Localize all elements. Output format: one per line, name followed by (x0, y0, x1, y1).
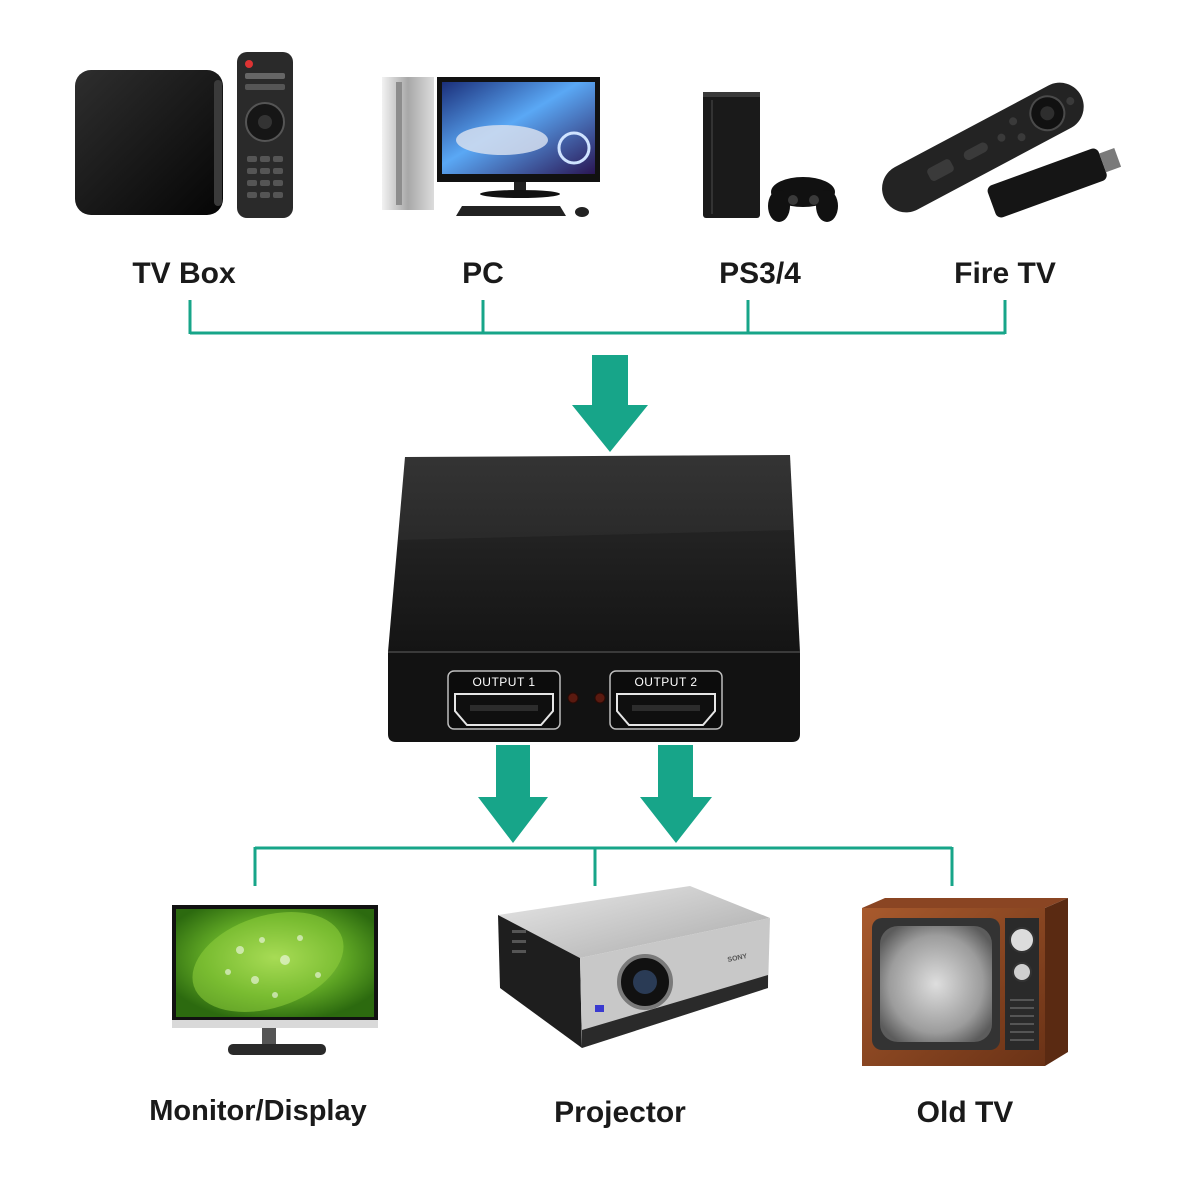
source-label-tv-box: TV Box (132, 257, 236, 290)
streaming-stick-icon (882, 82, 1122, 218)
gamepad-right-grip (816, 190, 838, 222)
projector-top-face (498, 886, 770, 958)
tv-remote-power-button (245, 60, 253, 68)
projector-sticker (595, 1005, 604, 1012)
pc-screen-wheel (557, 131, 591, 165)
hdmi-socket-tongue (470, 705, 538, 711)
projector-vent-slots (512, 930, 526, 953)
pc-tower (382, 77, 434, 210)
tv-speaker-grille (1010, 999, 1034, 1041)
output-1-arrow-down-icon (478, 745, 548, 843)
dongle-hdmi-plug (1099, 147, 1122, 173)
streaming-remote-volume (963, 142, 988, 161)
output-connector (253, 846, 954, 886)
input-connector (188, 300, 1007, 335)
streaming-remote-button-c (997, 133, 1006, 142)
game-console-icon (703, 92, 838, 222)
tv-cabinet-side (1045, 898, 1068, 1066)
output-2-arrow-down-icon (640, 745, 712, 843)
pc-screen-car (456, 125, 548, 155)
tv-box-icon (75, 52, 293, 218)
splitter-top-sheen (398, 455, 793, 540)
port-label: OUTPUT 2 (634, 675, 697, 689)
projector-front-face (498, 915, 582, 1048)
splitter-top-face (388, 455, 800, 652)
streaming-remote-app-buttons (927, 159, 954, 181)
pc-monitor-base (480, 190, 560, 198)
tv-channel-knob (1009, 927, 1035, 953)
projector-side-face (580, 918, 770, 1048)
tv-remote-number-pad (247, 156, 283, 198)
streaming-remote (882, 82, 1084, 213)
hdmi-splitter-icon: OUTPUT 1 OUTPUT 2 (388, 455, 800, 742)
pc-tower-front-strip (396, 82, 402, 205)
streaming-remote-button-b (1017, 133, 1026, 142)
status-led-2 (594, 692, 606, 704)
crt-tv-icon (862, 898, 1068, 1066)
dongle-body (987, 148, 1107, 218)
tv-box-edge (214, 80, 222, 206)
monitor-screen-leaf (192, 912, 344, 1012)
streaming-stick-dongle (987, 147, 1122, 218)
projector-icon: SONY (498, 886, 770, 1048)
streaming-remote-mic-button (1066, 97, 1075, 106)
hdmi-port-output-2: OUTPUT 2 (609, 670, 723, 730)
source-label-pc: PC (462, 257, 504, 290)
gamepad-right-stick (809, 195, 819, 205)
display-label-projector: Projector (554, 1096, 686, 1129)
monitor-neck (262, 1028, 276, 1044)
streaming-remote-select (1040, 106, 1055, 121)
console-top-highlight (703, 92, 760, 97)
tv-volume-knob (1012, 962, 1032, 982)
tv-cabinet-top (862, 898, 1068, 908)
streaming-remote-button-a (1009, 117, 1018, 126)
gamepad-icon (768, 177, 838, 222)
monitor-icon (172, 905, 378, 1055)
hdmi-port-output-1: OUTPUT 1 (447, 670, 561, 730)
source-label-ps: PS3/4 (719, 257, 801, 290)
pc-mouse (575, 207, 589, 217)
monitor-chin (172, 1020, 378, 1028)
tv-remote-top-buttons (245, 73, 285, 79)
hdmi-socket-tongue (632, 705, 700, 711)
source-label-fire-tv: Fire TV (954, 257, 1056, 290)
display-label-old-tv: Old TV (917, 1096, 1014, 1129)
port-label: OUTPUT 1 (472, 675, 535, 689)
desktop-pc-icon (382, 77, 600, 217)
input-arrow-down-icon (572, 355, 648, 452)
tv-screen (880, 926, 992, 1042)
tv-box-body (75, 70, 223, 215)
pc-monitor-neck (514, 182, 526, 192)
display-label-monitor: Monitor/Display (149, 1095, 367, 1127)
gamepad-left-grip (768, 190, 790, 222)
projector-lens-glass (633, 970, 657, 994)
tv-remote-top-buttons-2 (245, 84, 285, 90)
tv-remote-ok-button (258, 115, 272, 129)
projector-side-base (582, 975, 768, 1048)
projector-brand: SONY (727, 953, 748, 964)
console-body (703, 92, 760, 218)
status-led-1 (567, 692, 579, 704)
monitor-base (228, 1044, 326, 1055)
pc-keyboard (456, 206, 566, 216)
monitor-screen-droplets (225, 935, 321, 998)
gamepad-left-stick (788, 195, 798, 205)
